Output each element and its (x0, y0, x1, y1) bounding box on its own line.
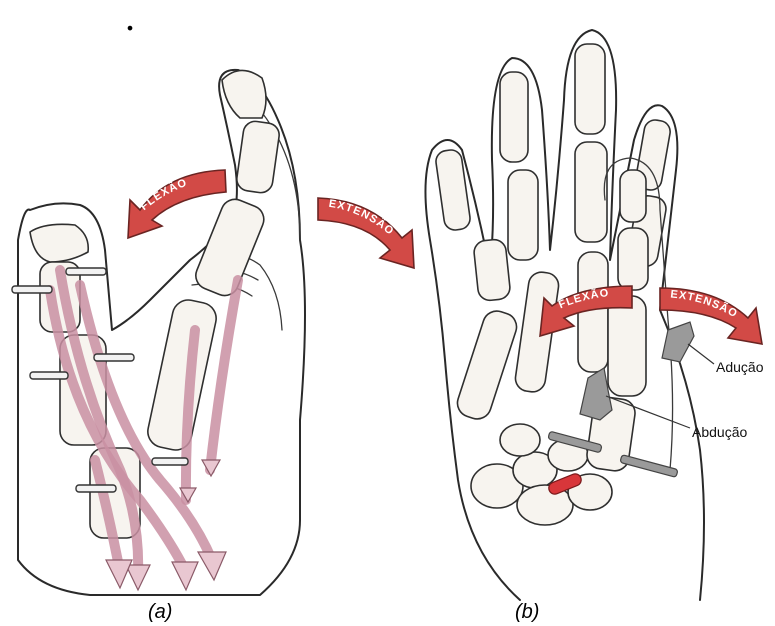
panel-b: FLEXÃO EXTENSÃO Adução Abdução (b) (425, 30, 763, 623)
panel-b-adduction-label: Adução (716, 359, 764, 375)
panel-a-flexion-arrow: FLEXÃO (128, 170, 226, 238)
panel-a-thumb-distal (222, 70, 266, 118)
panel-b-abduction-label: Abdução (692, 424, 747, 440)
panel-b-adduction-leader (688, 344, 714, 364)
panel-a: FLEXÃO EXTENSÃO (a) (12, 70, 414, 623)
panel-a-thumb-metacarpal (192, 195, 268, 300)
panel-a-distal-phalanx (30, 224, 88, 262)
panel-a-extension-arrow: EXTENSÃO (318, 198, 414, 268)
top-mark: . (125, 0, 135, 39)
panel-a-thumb-proximal (235, 120, 280, 194)
panel-a-caption: (a) (148, 601, 172, 623)
panel-b-caption: (b) (515, 601, 539, 623)
